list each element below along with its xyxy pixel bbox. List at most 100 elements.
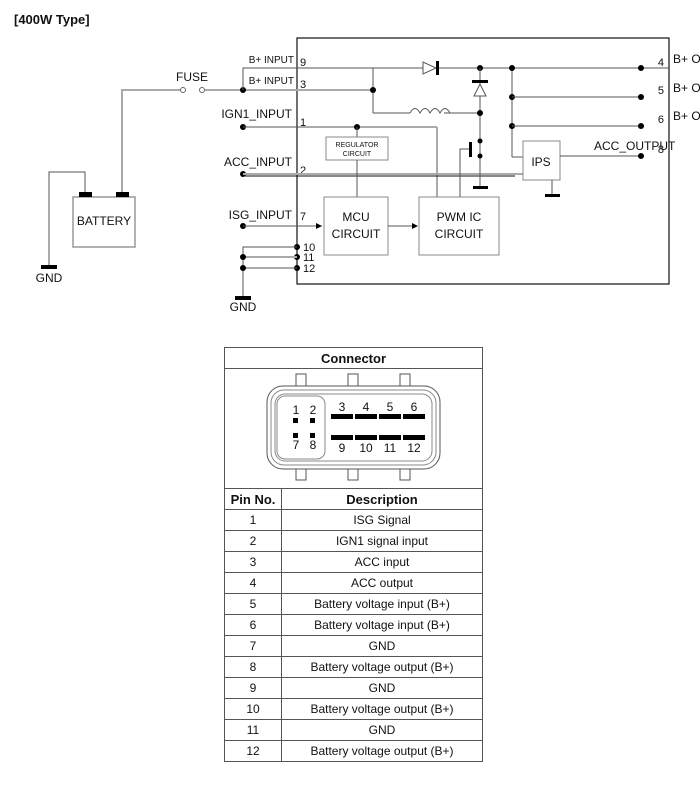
pin-3-label: 3 xyxy=(300,79,306,91)
connector-table: Connector 1 2 xyxy=(224,347,483,762)
pin-number: 3 xyxy=(224,551,282,573)
switch-gate-icon xyxy=(469,142,472,157)
col-header-description: Description xyxy=(281,488,483,510)
pin-8-label: 8 xyxy=(658,144,664,156)
pin-11-label: 11 xyxy=(303,252,314,264)
battery-gnd-wire xyxy=(48,171,86,265)
page-title: [400W Type] xyxy=(14,12,90,27)
isg-input-label: ISG_INPUT xyxy=(229,208,293,222)
acc-input-label: ACC_INPUT xyxy=(224,155,293,169)
pin-10-label: 10 xyxy=(303,242,315,254)
pin-number: 5 xyxy=(224,593,282,615)
b-output-4-label: B+ OUTPUT xyxy=(673,52,700,66)
conn-pin-2: 2 xyxy=(310,403,317,417)
mcu-box xyxy=(323,196,389,256)
out4-junction xyxy=(509,65,515,71)
pin-number: 12 xyxy=(224,740,282,762)
gnd-label-battery: GND xyxy=(36,271,63,285)
ign1-input-label: IGN1_INPUT xyxy=(221,107,292,121)
switch-contact-b xyxy=(477,153,483,159)
pin-7-label: 7 xyxy=(300,211,306,223)
pin-12-label: 12 xyxy=(303,263,315,275)
regulator-label-1: REGULATOR xyxy=(336,142,379,149)
pin-description: GND xyxy=(281,677,483,699)
pin-number: 1 xyxy=(224,509,282,531)
conn-pin-7: 7 xyxy=(293,438,300,452)
b-input-3-label: B+ INPUT xyxy=(249,76,294,87)
module-box xyxy=(296,37,670,285)
isg-arrow-icon xyxy=(316,223,322,229)
b-output-6-label: B+ OUTPUT xyxy=(673,109,700,123)
pin-description: GND xyxy=(281,719,483,741)
regulator-label-2: CIRCUIT xyxy=(343,151,372,158)
pwm-label-2: CIRCUIT xyxy=(435,227,484,241)
battery-label: BATTERY xyxy=(77,214,131,228)
gnd-label-module: GND xyxy=(230,300,257,314)
pin-description: Battery voltage output (B+) xyxy=(281,656,483,678)
acc-output-terminal xyxy=(638,153,644,159)
out5-terminal xyxy=(638,94,644,100)
b-output-5-label: B+ OUTPUT xyxy=(673,81,700,95)
pin-description: ACC output xyxy=(281,572,483,594)
pin-description: GND xyxy=(281,635,483,657)
gnd-symbol-module xyxy=(235,296,251,300)
conn-pin-12: 12 xyxy=(407,441,421,455)
conn-pin-5: 5 xyxy=(387,400,394,414)
mcu-label-2: CIRCUIT xyxy=(332,227,381,241)
battery-terminal-neg xyxy=(79,192,92,197)
out6-terminal xyxy=(638,123,644,129)
connector-header: Connector xyxy=(224,347,483,369)
col-header-pin: Pin No. xyxy=(224,488,282,510)
pin-4-label: 4 xyxy=(658,57,664,69)
pin-description: Battery voltage input (B+) xyxy=(281,614,483,636)
out4-terminal xyxy=(638,65,644,71)
gnd-symbol-internal xyxy=(473,186,488,189)
battery-terminal-pos xyxy=(116,192,129,197)
pin-number: 10 xyxy=(224,698,282,720)
connector-icon: 1 2 3 4 5 6 7 8 9 10 11 12 xyxy=(266,373,441,481)
inductor-icon xyxy=(409,108,451,115)
diode-bar xyxy=(436,61,439,75)
pwm-gate-wire xyxy=(459,148,469,197)
conn-pin-11: 11 xyxy=(384,441,397,455)
pin-description: ISG Signal xyxy=(281,509,483,531)
pin-number: 2 xyxy=(224,530,282,552)
pin-5-label: 5 xyxy=(658,85,664,97)
pin-1-label: 1 xyxy=(300,117,306,129)
gnd-symbol-battery xyxy=(41,265,57,269)
conn-pin-4: 4 xyxy=(363,400,370,414)
pin-6-label: 6 xyxy=(658,114,664,126)
pwm-label-1: PWM IC xyxy=(437,210,482,224)
diode2-bar xyxy=(472,80,488,83)
conn-pin-1: 1 xyxy=(293,403,300,417)
pin-number: 6 xyxy=(224,614,282,636)
acc-output-label: ACC_OUTPUT xyxy=(594,139,676,153)
pin-number: 8 xyxy=(224,656,282,678)
pin-description: Battery voltage output (B+) xyxy=(281,740,483,762)
pin-description: Battery voltage output (B+) xyxy=(281,698,483,720)
conn-pin-9: 9 xyxy=(339,441,346,455)
conn-pin-3: 3 xyxy=(339,400,346,414)
ips-label: IPS xyxy=(531,155,550,169)
pin-description: IGN1 signal input xyxy=(281,530,483,552)
gnd-wire-10 xyxy=(242,246,297,296)
pin-number: 9 xyxy=(224,677,282,699)
diode2-icon xyxy=(473,82,487,97)
pin-number: 11 xyxy=(224,719,282,741)
diode-icon xyxy=(422,61,438,75)
pin-number: 4 xyxy=(224,572,282,594)
battery-box xyxy=(72,196,136,248)
fuse-terminal-b xyxy=(199,87,205,93)
mcu-label-1: MCU xyxy=(342,210,369,224)
